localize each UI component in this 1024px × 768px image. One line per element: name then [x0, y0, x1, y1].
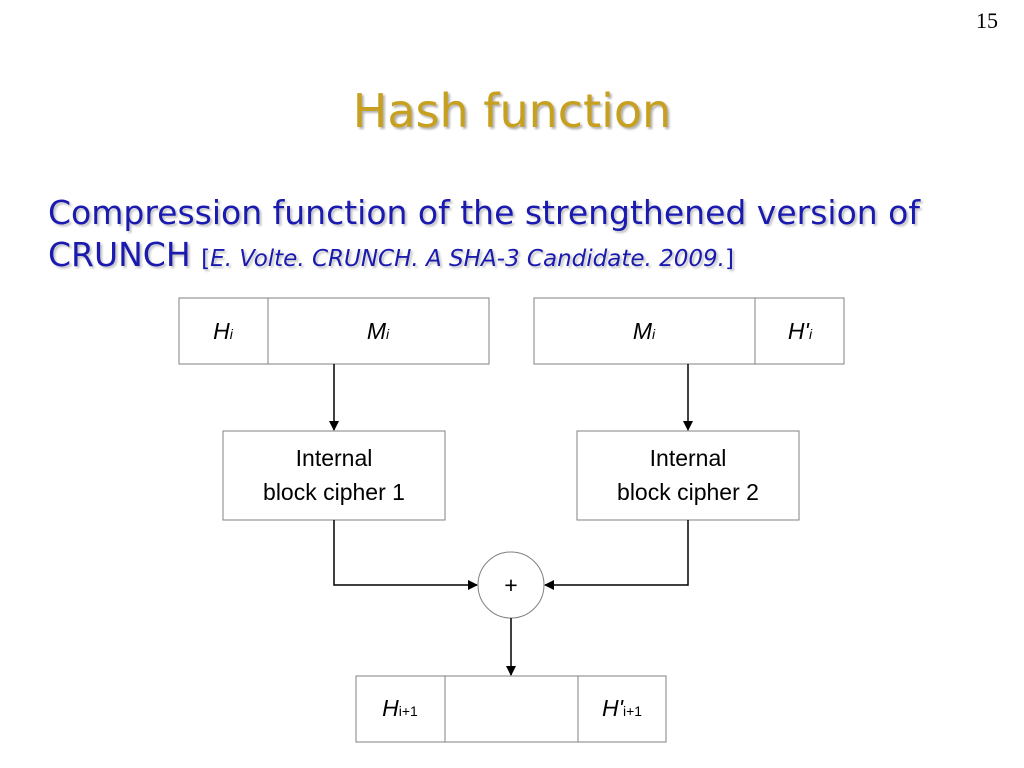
- xor-combiner: +: [477, 551, 545, 619]
- arrow-cipher1-to-combiner: [333, 520, 478, 590]
- cipher2-line2: block cipher 2: [617, 479, 759, 505]
- output-h-label: Hi+1: [382, 695, 418, 721]
- block-cipher-1: Internal block cipher 1: [222, 430, 446, 521]
- cipher1-box: [222, 430, 446, 521]
- citation-close-bracket: ]: [724, 246, 734, 272]
- input-block-left: Hi Mi: [178, 297, 490, 365]
- citation-text: E. Volte. CRUNCH. A SHA-3 Candidate. 200…: [210, 246, 725, 272]
- output-block: Hi+1 H'i+1: [355, 675, 667, 743]
- page-number: 15: [976, 8, 998, 33]
- subtitle-text: Compression function of the strengthened…: [48, 193, 920, 274]
- slide-subtitle: Compression function of the strengthened…: [48, 192, 988, 280]
- input-right-m-label: Mi: [633, 318, 656, 344]
- block-cipher-2: Internal block cipher 2: [576, 430, 800, 521]
- cipher2-line1: Internal: [650, 445, 727, 471]
- input-left-m-cell: [267, 297, 490, 365]
- citation-open-bracket: [: [201, 246, 211, 272]
- output-h-prime-cell: [577, 675, 667, 743]
- citation: [E. Volte. CRUNCH. A SHA-3 Candidate. 20…: [201, 246, 734, 272]
- slide-title: Hash function: [352, 84, 672, 138]
- output-middle-cell: [444, 675, 579, 743]
- input-left-h-cell: [178, 297, 269, 365]
- cipher1-line2: block cipher 1: [263, 479, 405, 505]
- output-h-prime-label: H'i+1: [602, 695, 642, 721]
- cipher2-box: [576, 430, 800, 521]
- input-block-right: Mi H'i: [533, 297, 845, 365]
- output-h-cell: [355, 675, 446, 743]
- cipher1-line1: Internal: [296, 445, 373, 471]
- arrow-cipher2-to-combiner: [544, 520, 689, 590]
- input-left-m-label: Mi: [367, 318, 390, 344]
- combiner-symbol: +: [504, 572, 517, 598]
- input-left-h-label: Hi: [213, 318, 234, 344]
- input-right-h-cell: [754, 297, 845, 365]
- input-right-h-label: H'i: [788, 318, 813, 344]
